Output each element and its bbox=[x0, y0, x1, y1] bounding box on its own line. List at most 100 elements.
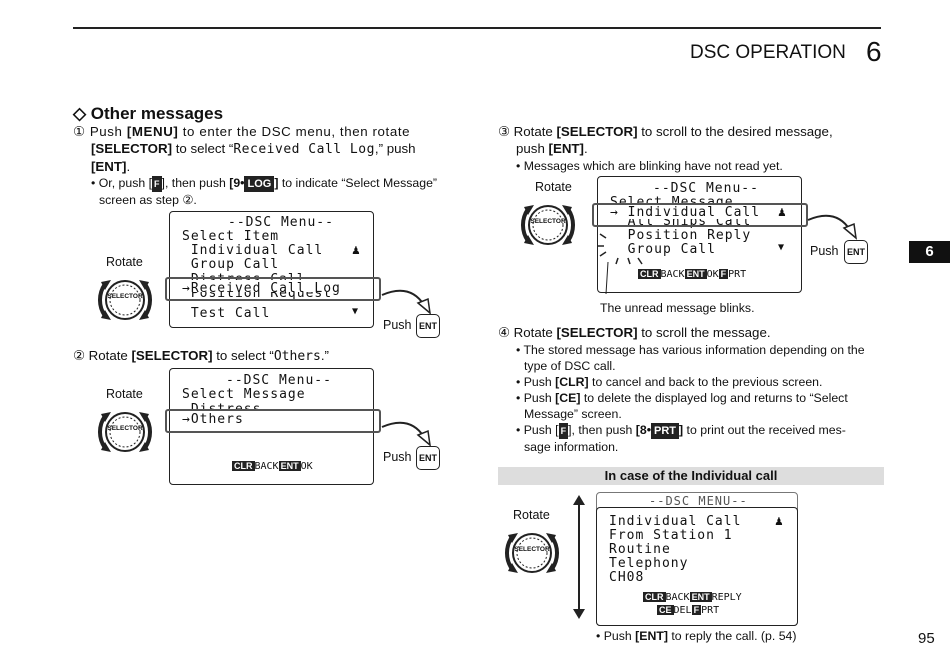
t: • Push bbox=[516, 375, 556, 389]
t: .” bbox=[320, 348, 329, 363]
clr-key-icon: CLR bbox=[232, 461, 255, 471]
lcd-line: Distress bbox=[182, 402, 262, 410]
lcd-line: CH08 bbox=[609, 570, 645, 585]
t: type of DSC call. bbox=[524, 359, 616, 373]
highlight-frame bbox=[592, 203, 808, 227]
t: • Push bbox=[516, 391, 556, 405]
step-1-bullet: • Or, push [F], then push [9•LOG] to ind… bbox=[91, 175, 463, 208]
step-2: ② Rotate [SELECTOR] to select “Others.” bbox=[73, 347, 329, 365]
lcd-line: Position Request bbox=[182, 292, 333, 301]
lcd-select-message: --DSC Menu-- Select Message Distress →Ot… bbox=[169, 368, 374, 485]
bell-icon: ♟ bbox=[778, 205, 787, 220]
chapter-number: 6 bbox=[866, 36, 882, 67]
rotate-label: Rotate bbox=[535, 180, 572, 194]
t: to delete the displayed log and returns … bbox=[580, 391, 848, 405]
t: • Push [ bbox=[516, 423, 559, 437]
lcd-title: --DSC MENU-- bbox=[649, 494, 748, 508]
t: . bbox=[583, 141, 588, 156]
t: to scroll the message. bbox=[637, 325, 771, 340]
selector-knob-icon[interactable] bbox=[93, 268, 157, 332]
ce-key: [CE] bbox=[555, 391, 581, 405]
selector-key: [SELECTOR] bbox=[91, 141, 173, 156]
t: PRT bbox=[728, 269, 747, 280]
lcd-title: --DSC Menu-- bbox=[228, 215, 334, 230]
selector-knob-icon[interactable] bbox=[516, 193, 580, 257]
push-label: Push bbox=[383, 318, 412, 332]
lcd-line-blinking: Position Reply bbox=[610, 228, 752, 243]
t: . bbox=[126, 159, 131, 174]
lcd-line: From Station 1 bbox=[609, 528, 733, 543]
section-heading: ◇ Other messages bbox=[73, 104, 224, 123]
bell-icon: ♟ bbox=[352, 243, 361, 258]
lcd-line-selected: →Others bbox=[182, 412, 244, 427]
lcd-text: Others bbox=[273, 349, 321, 364]
bell-icon: ♟ bbox=[775, 514, 784, 529]
clr-key-icon: CLR bbox=[643, 592, 666, 602]
t: to select “ bbox=[212, 348, 274, 363]
lcd-line-cut: Position Request bbox=[182, 292, 332, 301]
highlight-frame bbox=[165, 409, 381, 433]
t: Message” screen. bbox=[524, 407, 622, 421]
curved-arrow-icon bbox=[381, 421, 432, 447]
clr-key-icon: CLR bbox=[638, 269, 661, 279]
down-arrow-icon: ▼ bbox=[778, 242, 786, 253]
t: to scroll to the desired message, bbox=[637, 124, 833, 139]
t: BACK bbox=[665, 592, 690, 603]
push-label: Push bbox=[810, 244, 839, 258]
lcd-line: All Ships Call bbox=[610, 219, 752, 228]
t: • Or, push [ bbox=[91, 176, 153, 190]
lcd-line: Individual Call bbox=[182, 243, 324, 258]
ent-key-icon: ENT bbox=[689, 592, 712, 602]
lcd-line-selected: → Individual Call bbox=[610, 205, 761, 220]
clr-key: [CLR] bbox=[555, 375, 589, 389]
rotate-label: Rotate bbox=[106, 387, 143, 401]
t: • Push bbox=[596, 629, 636, 643]
ent-key: [ENT] bbox=[548, 141, 584, 156]
ent-key-icon: ENT bbox=[684, 269, 707, 279]
lcd-line: Individual Call bbox=[609, 514, 742, 529]
lcd-line: Select Item bbox=[182, 229, 280, 244]
selector-key: [SELECTOR] bbox=[556, 124, 638, 139]
t: to print out the received mes- bbox=[683, 423, 846, 437]
ent-key-icon: ENT bbox=[278, 461, 301, 471]
t: OK bbox=[300, 461, 313, 472]
lcd-text: Received Call Log bbox=[233, 142, 375, 157]
selector-key: [SELECTOR] bbox=[556, 325, 638, 340]
t: BACK bbox=[660, 269, 685, 280]
t: to select “ bbox=[172, 141, 234, 156]
selector-knob-icon[interactable] bbox=[93, 400, 157, 464]
t: Rotate bbox=[513, 325, 557, 340]
t: ] bbox=[274, 176, 279, 190]
prt-key-icon: PRT bbox=[651, 423, 680, 439]
t: BACK bbox=[254, 461, 279, 472]
ent-button[interactable]: ENT bbox=[416, 446, 440, 470]
lcd-messages: --DSC Menu-- Select Message → Individual… bbox=[597, 176, 802, 293]
lcd-title: --DSC Menu-- bbox=[226, 373, 332, 388]
t: to indicate “Select Message” bbox=[278, 176, 438, 190]
ent-button[interactable]: ENT bbox=[416, 314, 440, 338]
blink-rays-icon bbox=[598, 233, 643, 295]
f-key-icon: F bbox=[718, 269, 729, 279]
t: sage information. bbox=[524, 440, 619, 454]
lcd-line: Test Call bbox=[182, 306, 271, 321]
step-1-num: ① bbox=[73, 124, 86, 139]
rotate-label: Rotate bbox=[513, 508, 550, 522]
log-key-icon: LOG bbox=[244, 176, 275, 192]
step-3: ③ Rotate [SELECTOR] to scroll to the des… bbox=[498, 123, 888, 157]
t: ], then push bbox=[568, 423, 636, 437]
lcd-line: Routine bbox=[609, 542, 671, 557]
case-title: In case of the Individual call bbox=[498, 467, 884, 485]
ent-button[interactable]: ENT bbox=[844, 240, 868, 264]
lcd-title: --DSC Menu-- bbox=[653, 181, 759, 196]
t: to enter the DSC menu, then rotate bbox=[178, 124, 411, 139]
highlight-frame bbox=[165, 277, 381, 301]
selector-knob-icon[interactable] bbox=[500, 521, 564, 585]
t: ], then push bbox=[161, 176, 230, 190]
t: [8• bbox=[635, 423, 652, 437]
t: REPLY bbox=[711, 592, 742, 603]
t: Rotate bbox=[513, 124, 557, 139]
t: [9• bbox=[229, 176, 245, 190]
selector-label: SELECTOR bbox=[530, 218, 566, 225]
step-2-num: ② bbox=[73, 348, 85, 363]
